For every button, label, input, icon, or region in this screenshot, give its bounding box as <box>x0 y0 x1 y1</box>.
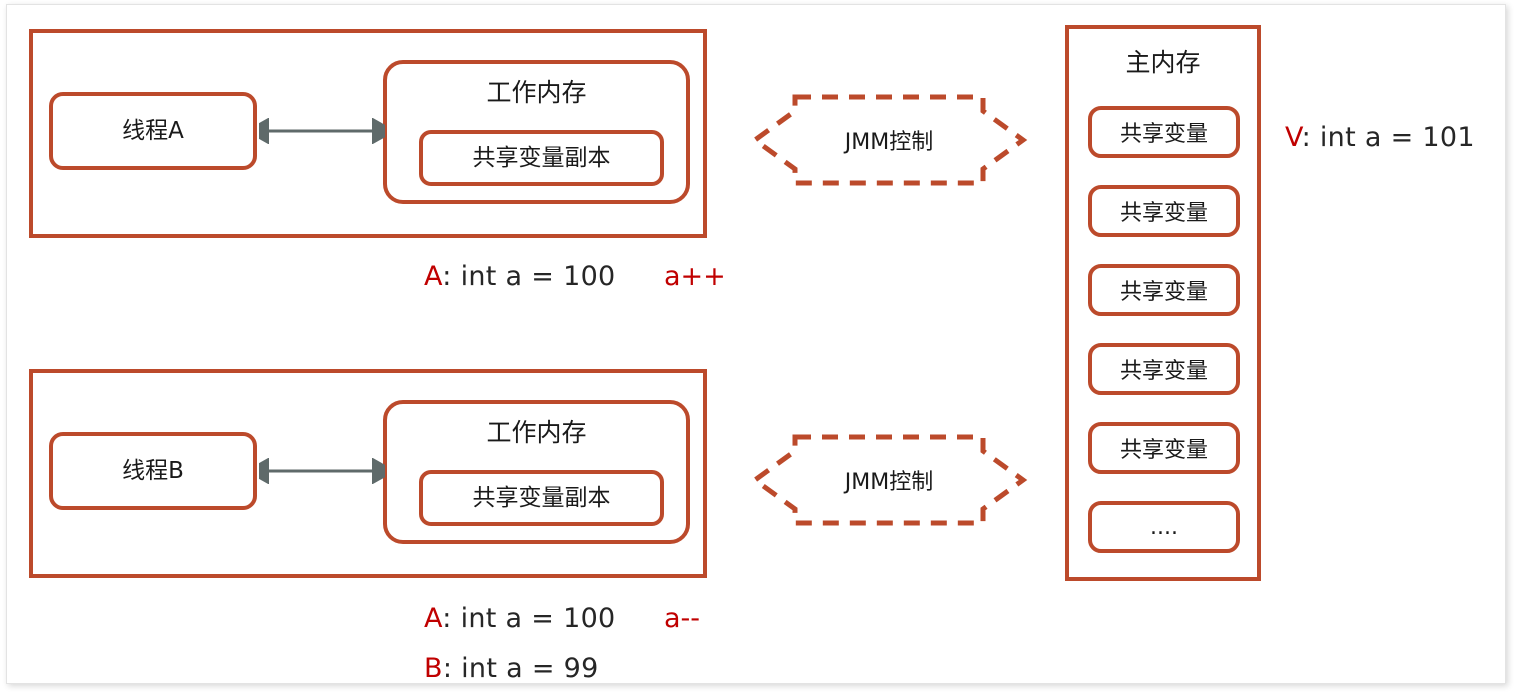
thread-a-annotation-expr: int a = 100 <box>460 261 616 292</box>
thread-a-block: 线程A 工作内存 共享变量副本 <box>29 29 707 238</box>
main-memory-annotation: V: int a = 101 <box>1285 122 1475 153</box>
main-memory-slot-6: .... <box>1088 501 1240 553</box>
thread-a-shared-variable-copy-label: 共享变量副本 <box>472 144 611 171</box>
jmm-control-label-bottom: JMM控制 <box>844 470 934 495</box>
thread-a-working-memory-title: 工作内存 <box>486 78 587 107</box>
thread-b-block: 线程B 工作内存 共享变量副本 <box>29 369 707 578</box>
thread-b-shared-variable-copy-box: 共享变量副本 <box>419 470 664 526</box>
main-memory-annotation-expr: int a = 101 <box>1319 122 1475 153</box>
main-memory-annotation-sep: : <box>1301 122 1320 153</box>
main-memory-slot-2: 共享变量 <box>1088 185 1240 237</box>
thread-b-annotation-b-key: B <box>424 653 443 684</box>
main-memory-slot-4: 共享变量 <box>1088 343 1240 395</box>
jmm-control-label-top: JMM控制 <box>844 130 934 155</box>
thread-a-working-memory-box: 工作内存 共享变量副本 <box>383 60 690 204</box>
thread-b-box: 线程B <box>49 432 257 510</box>
thread-a-operation: a++ <box>664 261 726 292</box>
thread-b-annotation-b-sep: : <box>442 653 462 684</box>
thread-a-annotation-key: A <box>424 261 443 292</box>
thread-a-connector-arrow <box>259 118 385 144</box>
thread-b-annotation-b-expr: int a = 99 <box>461 653 599 684</box>
thread-b-annotation-a: A: int a = 100 <box>424 603 616 634</box>
thread-b-shared-variable-copy-label: 共享变量副本 <box>472 484 611 511</box>
thread-a-label: 线程A <box>122 117 184 144</box>
main-memory-slot-1: 共享变量 <box>1088 106 1240 158</box>
thread-b-working-memory-box: 工作内存 共享变量副本 <box>383 400 690 544</box>
thread-b-label: 线程B <box>122 457 184 484</box>
thread-b-annotation-a-key: A <box>424 603 443 634</box>
thread-b-annotation-a-expr: int a = 100 <box>460 603 616 634</box>
thread-a-annotation: A: int a = 100 <box>424 261 616 292</box>
thread-b-annotation-b: B: int a = 99 <box>424 653 599 684</box>
main-memory-slot-5: 共享变量 <box>1088 422 1240 474</box>
main-memory-slot-3: 共享变量 <box>1088 264 1240 316</box>
thread-b-connector-arrow <box>259 458 385 484</box>
jmm-control-arrow-bottom: JMM控制 <box>747 429 1031 531</box>
thread-b-annotation-a-sep: : <box>442 603 461 634</box>
diagram-canvas: 线程A 工作内存 共享变量副本 A: int a = 100 a++ <box>6 4 1506 684</box>
jmm-control-arrow-top: JMM控制 <box>747 89 1031 191</box>
thread-b-operation: a-- <box>664 603 701 634</box>
thread-a-box: 线程A <box>49 92 257 170</box>
thread-b-working-memory-title: 工作内存 <box>486 418 587 447</box>
thread-a-annotation-sep: : <box>442 261 461 292</box>
main-memory-annotation-key: V <box>1285 122 1302 153</box>
main-memory-block: 主内存 共享变量 共享变量 共享变量 共享变量 共享变量 .... <box>1065 25 1261 581</box>
main-memory-title: 主内存 <box>1125 48 1201 77</box>
thread-a-shared-variable-copy-box: 共享变量副本 <box>419 130 664 186</box>
